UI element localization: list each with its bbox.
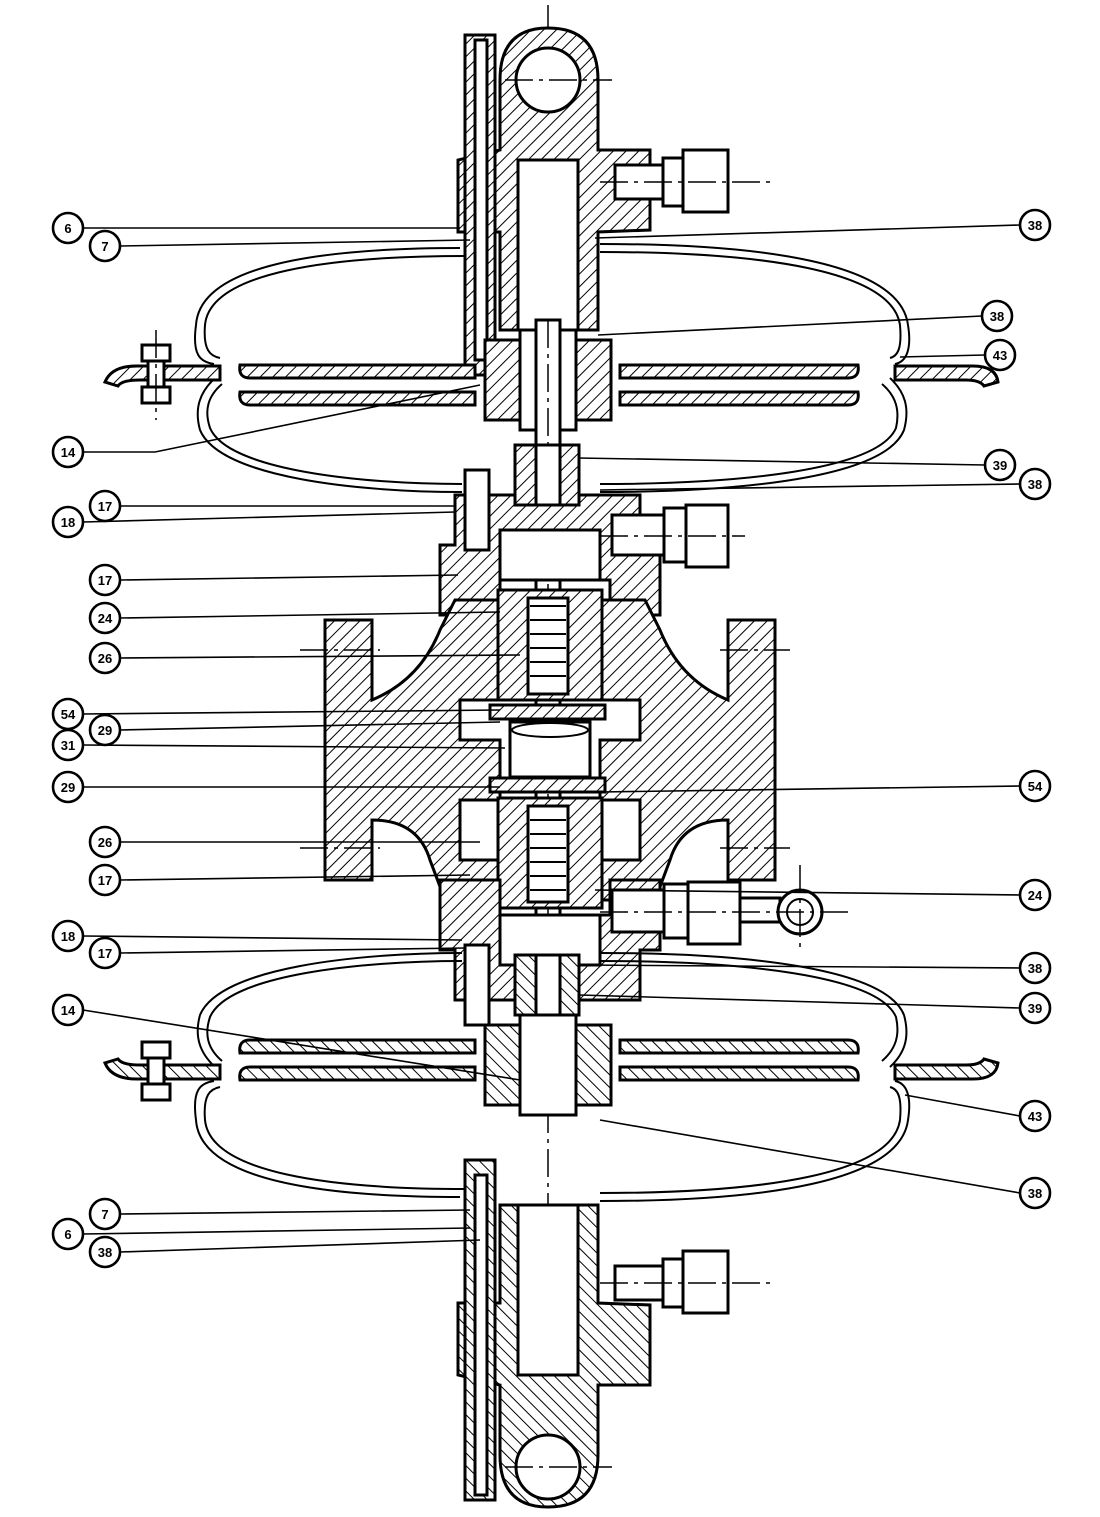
svg-text:54: 54	[61, 707, 76, 722]
svg-text:43: 43	[993, 348, 1007, 363]
valve-body-casting	[323, 598, 502, 902]
leader-lines	[82, 224, 1021, 1253]
callout-29-bottom: 29	[51, 770, 85, 804]
svg-text:54: 54	[1028, 779, 1043, 794]
svg-text:38: 38	[1028, 477, 1042, 492]
upper-seat-plate	[488, 703, 607, 721]
lower-pipe-fitting	[600, 1249, 770, 1315]
callout-7-bottom: 7	[88, 1197, 122, 1231]
svg-text:17: 17	[98, 873, 112, 888]
svg-text:29: 29	[98, 723, 112, 738]
callout-43-bottom: 43	[1018, 1099, 1052, 1133]
svg-text:14: 14	[61, 1003, 76, 1018]
upper-bonnet-bolt	[463, 468, 491, 552]
svg-text:29: 29	[61, 780, 75, 795]
callout-14-bottom: 14	[51, 993, 85, 1027]
svg-text:24: 24	[98, 611, 113, 626]
svg-text:6: 6	[64, 221, 71, 236]
svg-text:17: 17	[98, 499, 112, 514]
lower-guide-bore	[516, 1203, 580, 1377]
upper-case-top-shell	[194, 243, 911, 365]
callout-14-top: 14	[51, 435, 85, 469]
body-lower-pipe-fitting	[600, 865, 850, 950]
callout-38-b: 38	[980, 299, 1014, 333]
lower-case-shell-b	[196, 952, 908, 1068]
callout-balloons: 6 7 38 38 43 14 39 38 17 18 17 24 26 54 …	[51, 208, 1052, 1269]
lower-case-shell-a	[194, 1080, 911, 1202]
lower-right-flange	[893, 1057, 1000, 1081]
callout-24-top: 24	[88, 601, 122, 635]
valve-plug	[508, 720, 592, 779]
svg-text:38: 38	[1028, 1186, 1042, 1201]
svg-text:26: 26	[98, 651, 112, 666]
upper-guide-bore	[516, 158, 580, 332]
callout-17-d: 17	[88, 936, 122, 970]
callout-18-top: 18	[51, 505, 85, 539]
callout-31: 31	[51, 728, 85, 762]
svg-text:31: 31	[61, 738, 75, 753]
svg-text:24: 24	[1028, 888, 1043, 903]
callout-6-top: 6	[51, 211, 85, 245]
svg-text:17: 17	[98, 946, 112, 961]
callout-38-f: 38	[88, 1235, 122, 1269]
svg-text:18: 18	[61, 929, 75, 944]
lower-seat-plate	[488, 776, 607, 794]
lower-spring	[526, 804, 570, 904]
upper-flange-bolt	[140, 330, 172, 420]
upper-right-flange	[893, 364, 1000, 388]
svg-text:39: 39	[993, 458, 1007, 473]
callout-54-right: 54	[1018, 769, 1052, 803]
callout-39-bottom: 39	[1018, 991, 1052, 1025]
callout-43-top: 43	[983, 338, 1017, 372]
svg-text:43: 43	[1028, 1109, 1042, 1124]
lower-actuator	[102, 952, 1000, 1509]
callout-17-a: 17	[88, 489, 122, 523]
svg-text:38: 38	[1028, 961, 1042, 976]
svg-text:39: 39	[1028, 1001, 1042, 1016]
callout-38-e: 38	[1018, 1176, 1052, 1210]
callout-39-top: 39	[983, 448, 1017, 482]
callout-26-bottom: 26	[88, 825, 122, 859]
upper-diaphragm-plate	[238, 363, 860, 380]
svg-text:38: 38	[1028, 218, 1042, 233]
callout-38-d: 38	[1018, 951, 1052, 985]
callout-38-c: 38	[1018, 467, 1052, 501]
svg-text:26: 26	[98, 835, 112, 850]
callout-6-bottom: 6	[51, 1217, 85, 1251]
callout-17-b: 17	[88, 563, 122, 597]
callout-54-left: 54	[51, 697, 85, 731]
upper-spring	[526, 596, 570, 696]
svg-text:7: 7	[101, 239, 108, 254]
callout-26-top: 26	[88, 641, 122, 675]
lower-flange-bolt	[140, 1040, 172, 1102]
callout-29-top: 29	[88, 713, 122, 747]
upper-pipe-fitting	[600, 148, 770, 214]
body-upper-pipe-fitting	[600, 503, 745, 569]
svg-text:38: 38	[990, 309, 1004, 324]
svg-text:14: 14	[61, 445, 76, 460]
lower-bonnet-bolt	[463, 943, 491, 1027]
callout-18-bottom: 18	[51, 919, 85, 953]
svg-text:17: 17	[98, 573, 112, 588]
svg-text:7: 7	[101, 1207, 108, 1222]
svg-text:6: 6	[64, 1227, 71, 1242]
svg-text:38: 38	[98, 1245, 112, 1260]
svg-text:18: 18	[61, 515, 75, 530]
callout-17-c: 17	[88, 863, 122, 897]
upper-case-bottom-shell	[196, 377, 908, 493]
callout-24-bottom: 24	[1018, 878, 1052, 912]
callout-38-a: 38	[1018, 208, 1052, 242]
callout-7-top: 7	[88, 229, 122, 263]
